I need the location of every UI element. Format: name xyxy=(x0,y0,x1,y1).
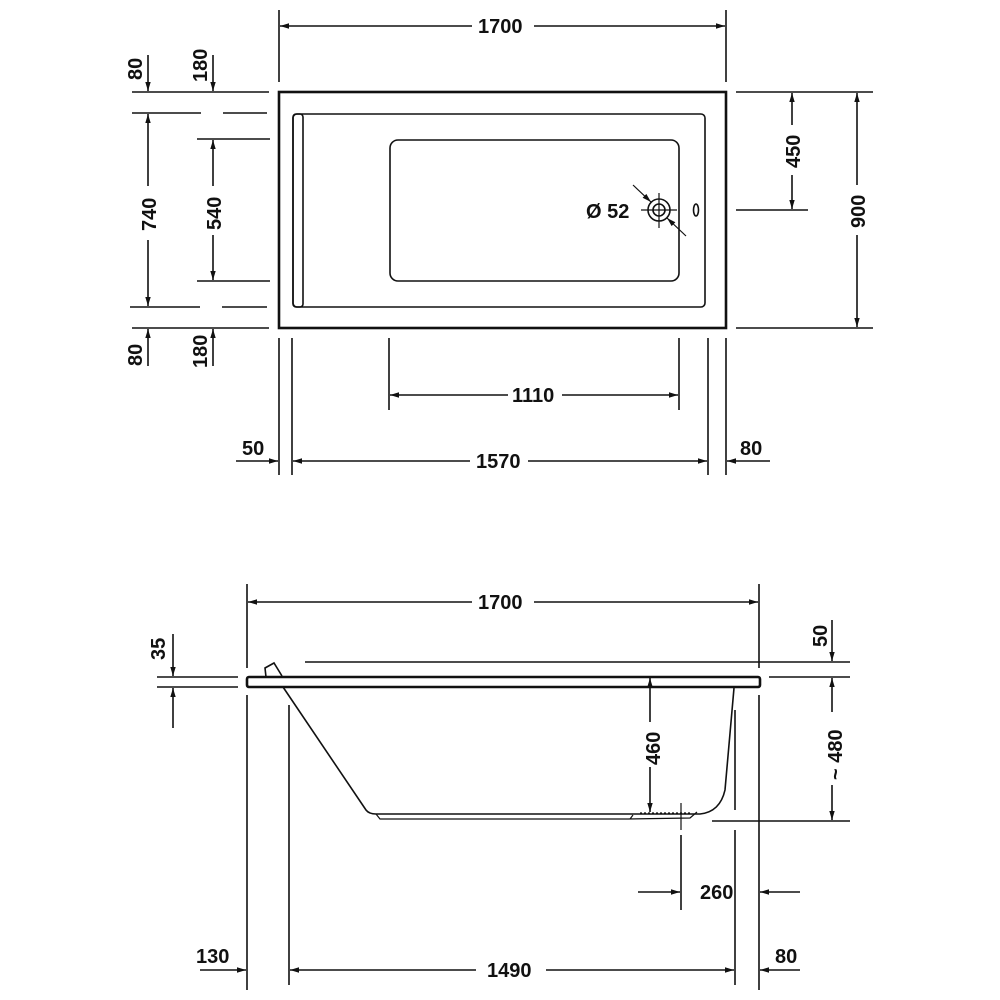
dim-drain-position: 260 xyxy=(700,882,733,904)
dim-left-offset: 130 xyxy=(196,946,229,968)
dim-right-offset: 80 xyxy=(775,946,797,968)
tub-base xyxy=(375,811,698,820)
overflow-icon xyxy=(692,203,700,217)
side-view: 1700 35 50 ~ 480 460 260 130 1490 8 xyxy=(148,584,850,990)
dim-basin-length: 1110 xyxy=(512,385,554,407)
dim-inner-length: 1570 xyxy=(476,451,521,473)
dim-rim-bottom: 80 xyxy=(125,344,147,366)
dim-rim-thickness: 35 xyxy=(148,638,170,660)
dim-basin-offset-bottom: 180 xyxy=(190,335,212,368)
dim-depth: 460 xyxy=(643,732,665,765)
dim-left-rim: 50 xyxy=(242,438,264,460)
headrest xyxy=(264,661,283,678)
dim-basin-width: 540 xyxy=(204,197,226,230)
tub-basin xyxy=(389,139,680,282)
dim-overall-width: 900 xyxy=(848,195,870,228)
backrest-strip xyxy=(292,113,304,308)
drain-icon xyxy=(632,184,687,237)
dim-total-height: ~ 480 xyxy=(825,729,847,780)
tub-rim-slab xyxy=(245,675,762,689)
dim-overall-length-side: 1700 xyxy=(478,592,523,614)
drain-grate-icon xyxy=(640,803,690,830)
dim-drain-offset: 450 xyxy=(783,135,805,168)
dim-inner-width: 740 xyxy=(139,198,161,231)
dim-drain-diameter: Ø 52 xyxy=(586,201,629,223)
tub-body xyxy=(282,686,735,815)
dim-top-offset: 50 xyxy=(810,625,832,647)
dim-rim-top: 80 xyxy=(125,58,147,80)
dim-overall-length-top: 1700 xyxy=(478,16,523,38)
dim-bottom-length: 1490 xyxy=(487,960,532,982)
tub-outer-rim xyxy=(277,90,728,330)
top-view: Ø 52 1700 80 180 740 540 80 xyxy=(125,10,873,475)
dim-right-rim: 80 xyxy=(740,438,762,460)
dim-basin-offset-top: 180 xyxy=(190,49,212,82)
